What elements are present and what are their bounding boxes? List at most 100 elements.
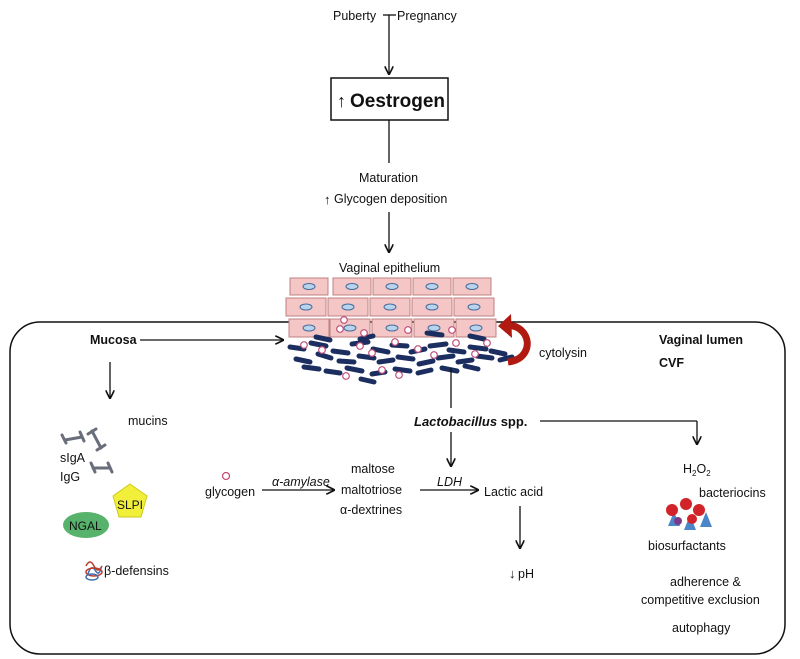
bacteriocins-label: bacteriocins (699, 486, 766, 500)
beta-defensins-label: β-defensins (104, 564, 169, 578)
cell-nucleus (385, 324, 399, 332)
lactobacillus-rod (416, 358, 436, 367)
antibody-shapes (60, 427, 114, 474)
glycogen-granule (300, 341, 308, 349)
lactobacillus-rod (424, 330, 445, 338)
lactobacillus-rod (357, 333, 376, 342)
autophagy-label: autophagy (672, 621, 731, 635)
lactobacillus-rod (435, 353, 456, 361)
adherence-label: adherence & (670, 575, 742, 589)
ngal-shape (63, 512, 109, 538)
lactobacillus-rod (415, 367, 434, 376)
lactobacillus-rod (370, 346, 391, 355)
biosurfactant-icon (666, 498, 712, 530)
ph-down-arrow: ↓ (509, 566, 516, 581)
vaginal-epithelium (285, 277, 497, 338)
lactobacillus-rod (336, 358, 357, 365)
lactobacillus-rod (497, 354, 515, 363)
alpha-amylase-label: α-amylase (272, 475, 330, 489)
lactobacillus-rod (467, 333, 487, 342)
glycogen-granule (378, 366, 386, 374)
cell-nucleus (467, 303, 481, 311)
vaginal-lumen-label: Vaginal lumen (659, 333, 743, 347)
lactobacillus-rod (392, 366, 413, 374)
glycogen-granule (340, 316, 348, 324)
slpi-label: SLPI (117, 498, 143, 512)
lactobacillus-rod (455, 357, 475, 365)
oestrogen-up-arrow: ↑ (337, 91, 346, 111)
cell-nucleus (465, 283, 479, 290)
cell-nucleus (383, 303, 397, 311)
cell-nucleus (302, 283, 316, 290)
glycogen-granule (452, 339, 460, 347)
glycogen-granule (391, 338, 399, 346)
cell-nucleus (385, 283, 399, 290)
cell-nucleus (425, 303, 439, 311)
lactic-acid-label: Lactic acid (484, 485, 543, 499)
maltotriose-label: maltotriose (341, 483, 402, 497)
glycogen-granule (342, 372, 350, 380)
glycogen-granule (368, 349, 376, 357)
cell-nucleus (425, 283, 439, 290)
cytolysin-arrow (498, 314, 531, 366)
glycogen-label: glycogen (205, 485, 255, 499)
mucosa-label: Mucosa (90, 333, 138, 347)
lactobacillus-rod (330, 348, 351, 356)
cell-nucleus (341, 303, 355, 311)
glycogen-granule-icon (221, 471, 231, 481)
lactobacillus-rod (474, 353, 495, 361)
lactobacillus-rod (488, 348, 508, 357)
lactobacillus-rod (427, 341, 449, 349)
glycogen-granule (360, 329, 368, 337)
igg-label: IgG (60, 470, 80, 484)
biosurfactants-label: biosurfactants (648, 539, 726, 553)
oestrogen-label: Oestrogen (350, 91, 445, 112)
maturation-label: Maturation (359, 171, 418, 185)
glycogen-granule (404, 326, 412, 334)
maltose-label: maltose (351, 462, 395, 476)
lactobacillus-rod (358, 376, 377, 385)
glycogen-granule (395, 371, 403, 379)
alpha-dextrines-label: α-dextrines (340, 503, 402, 517)
glycogen-granule (356, 342, 364, 350)
cell-nucleus (469, 324, 483, 332)
glycogen-up-arrow: ↑ (324, 192, 331, 207)
lactobacillus-rod (344, 365, 365, 374)
glycogen-granule (336, 325, 344, 333)
pregnancy-label: Pregnancy (397, 9, 458, 23)
glycogen-granule (448, 326, 456, 334)
glycogen-granule (414, 345, 422, 353)
cell-nucleus (302, 324, 316, 332)
glycogen-granule (430, 351, 438, 359)
mucins-label: mucins (128, 414, 168, 428)
lactobacillus-rod (293, 356, 313, 365)
h2o2-label: H2O2 (683, 462, 711, 478)
lactobacillus-rod (462, 363, 481, 372)
siga-label: sIgA (60, 451, 86, 465)
glycogen-granule (483, 339, 491, 347)
beta-defensin-icon (85, 561, 103, 581)
cvf-label: CVF (659, 356, 684, 370)
ngal-label: NGAL (69, 519, 102, 533)
glycogen-granule (318, 346, 326, 354)
cell-nucleus (427, 324, 441, 332)
lactobacillus-rod (315, 351, 334, 361)
cell-nucleus (299, 303, 313, 311)
ldh-label: LDH (437, 475, 463, 489)
lactobacillus-rod (446, 347, 467, 355)
glycogen-granule (471, 350, 479, 358)
lactobacillus-rod (313, 334, 333, 343)
vaginal-epithelium-label: Vaginal epithelium (339, 261, 440, 275)
oestrogen-box (330, 77, 449, 121)
lactobacillus-label: Lactobacillus spp. (414, 414, 527, 429)
lactobacillus-rod (439, 365, 460, 374)
cell-nucleus (345, 283, 359, 290)
cytolysin-label: cytolysin (539, 346, 587, 360)
glycogen-deposition-label: Glycogen deposition (334, 192, 447, 206)
puberty-label: Puberty (333, 9, 377, 23)
lactobacillus-rod (356, 353, 377, 361)
cell-nucleus (343, 324, 357, 332)
lactobacillus-rod (323, 368, 343, 376)
lactobacillus-rod (308, 340, 329, 349)
